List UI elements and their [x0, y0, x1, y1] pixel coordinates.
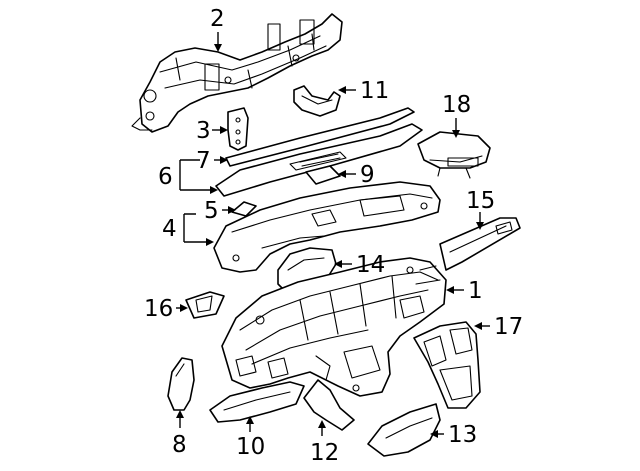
part-17-center-bezel [413, 321, 481, 409]
callout-3: 3 [196, 118, 211, 144]
callout-16: 16 [144, 296, 173, 322]
callout-2: 2 [210, 6, 225, 32]
part-3-bracket [227, 107, 249, 151]
callout-labels: 2 3 11 18 7 6 9 5 4 15 14 1 16 17 8 10 1… [144, 6, 523, 466]
callout-6: 6 [158, 164, 173, 190]
callout-15: 15 [466, 188, 495, 214]
part-6-upper-trim [215, 123, 423, 197]
callout-7: 7 [196, 148, 211, 174]
part-13-lower-cover [367, 403, 441, 457]
callout-14: 14 [356, 252, 385, 278]
callout-10: 10 [236, 434, 265, 460]
callout-12: 12 [310, 440, 339, 466]
callout-13: 13 [448, 422, 477, 448]
callout-1: 1 [468, 278, 483, 304]
part-4-upper-pad [213, 181, 441, 273]
part-7-strip [225, 107, 415, 167]
callout-17: 17 [494, 314, 523, 340]
part-16-vent [185, 291, 225, 319]
callout-4: 4 [162, 216, 177, 242]
part-18-airbag [417, 131, 491, 179]
part-15-trim-plate [439, 217, 521, 271]
part-8-end-cap [167, 357, 195, 411]
callout-5: 5 [204, 198, 219, 224]
leader-lines [176, 32, 490, 438]
callout-9: 9 [360, 162, 375, 188]
part-9-cover [305, 165, 341, 185]
part-11-bracket [293, 85, 341, 117]
part-12-side-trim [303, 379, 355, 431]
part-10-knee-trim [209, 381, 305, 423]
callout-8: 8 [172, 432, 187, 458]
part-2-crossbeam [131, 13, 343, 133]
part-1-carrier [221, 257, 447, 397]
callout-11: 11 [360, 78, 389, 104]
part-5-clip [231, 201, 257, 217]
callout-18: 18 [442, 92, 471, 118]
